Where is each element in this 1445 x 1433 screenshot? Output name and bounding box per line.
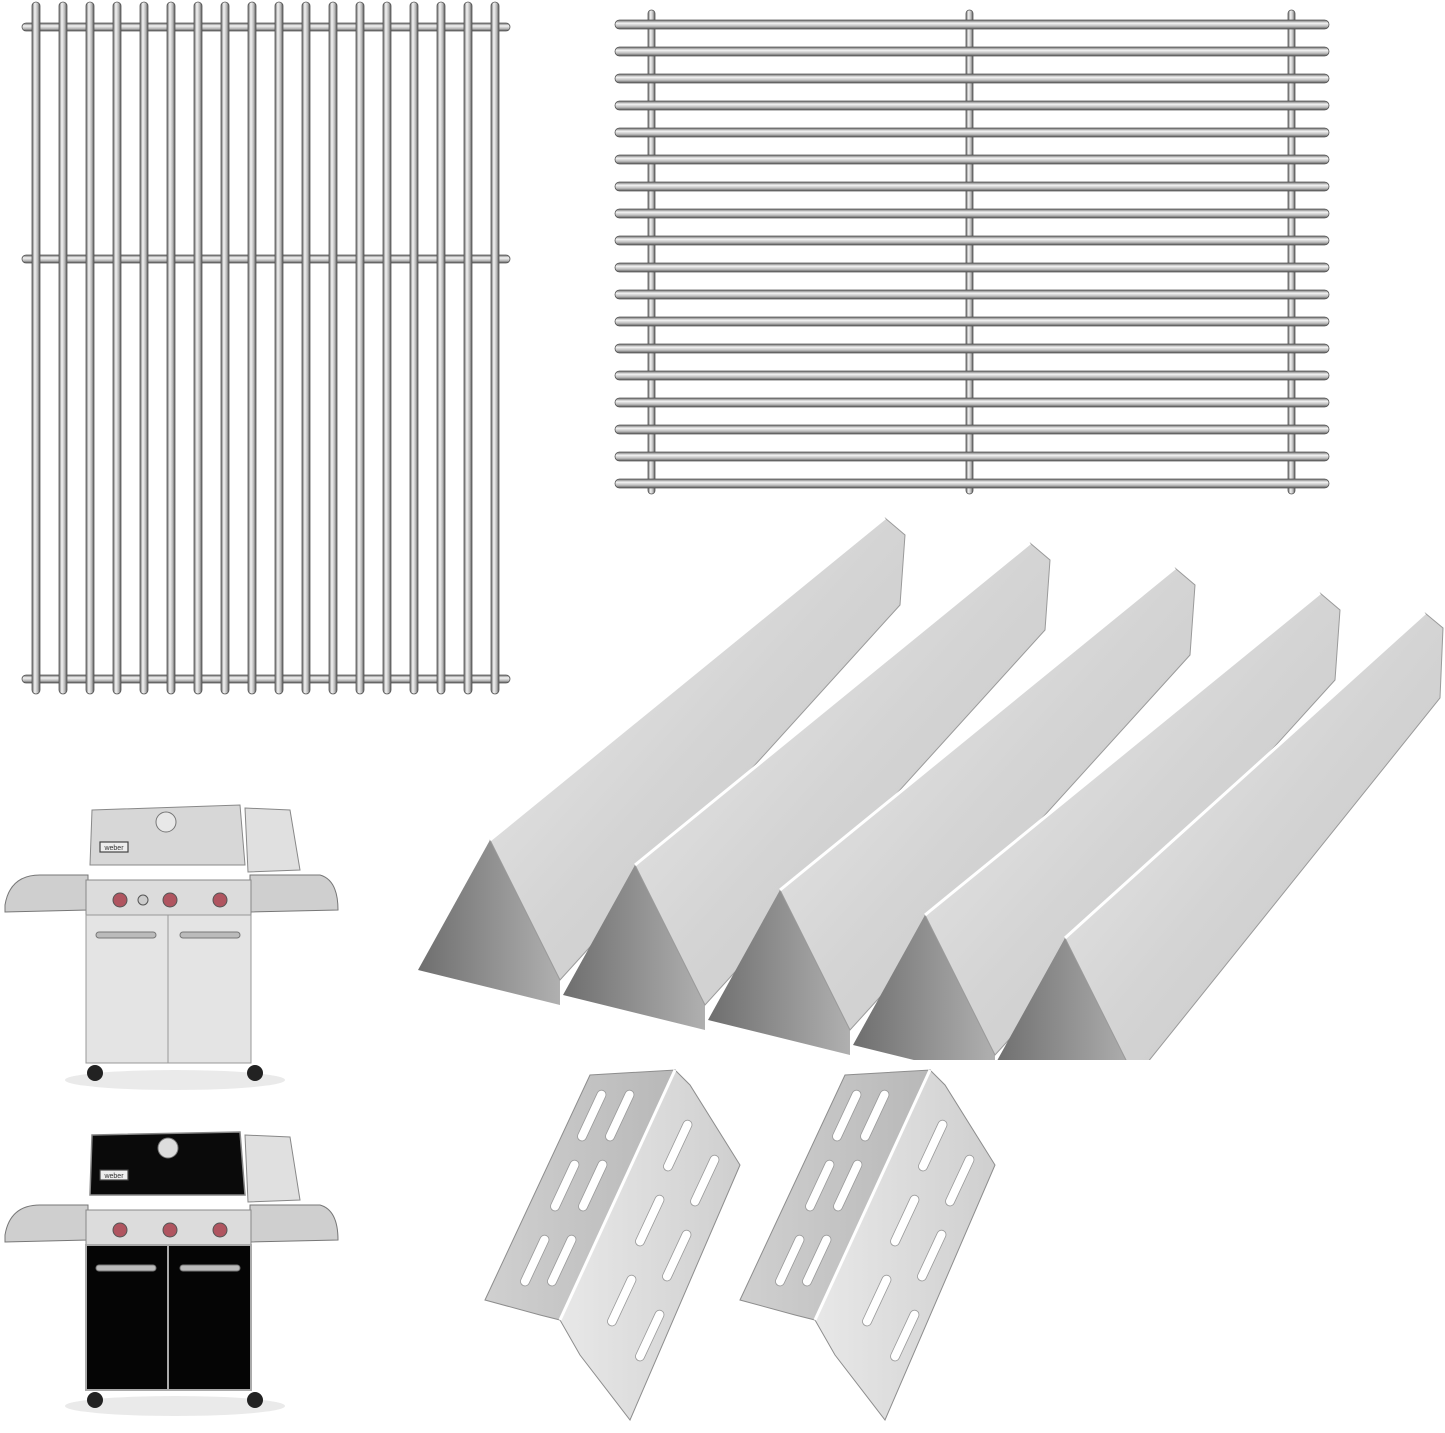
weber-badge (99, 841, 129, 853)
cooking-grate-horizontal: Stainless steel cooking grate (horizonta… (612, 8, 1332, 498)
flavorizer-bars: Flavorizer bars (410, 510, 1445, 1060)
svg-text:weber: weber (103, 845, 124, 852)
heat-deflectors: Heat deflectors (480, 1060, 1445, 1433)
grill-black: Compatible grill - black weber (0, 1110, 350, 1433)
weber-badge (99, 1169, 129, 1181)
svg-text:weber: weber (103, 1173, 124, 1180)
grill-stainless: Compatible grill - stainless steel weber (0, 780, 350, 1110)
cooking-grate-vertical: Stainless steel cooking grate (vertical … (20, 0, 520, 700)
